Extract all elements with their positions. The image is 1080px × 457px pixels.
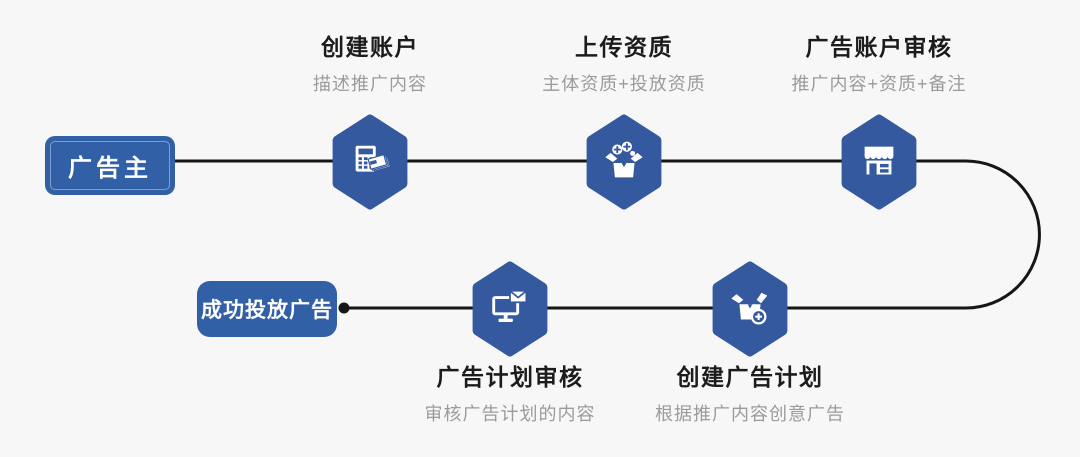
step-node-create-account — [327, 114, 413, 210]
start-node-label: 广告主 — [68, 155, 152, 182]
step-title: 创建账户 — [321, 34, 419, 60]
step-title: 广告账户审核 — [805, 34, 953, 60]
step-node-upload-qualifications — [581, 114, 667, 210]
end-node-label: 成功投放广告 — [201, 299, 333, 322]
monitor-mail-icon — [492, 289, 528, 322]
step-title: 上传资质 — [575, 34, 673, 60]
box-coins-icon — [605, 141, 643, 178]
step-label-create-ad-plan: 创建广告计划 根据推广内容创意广告 — [610, 362, 890, 426]
step-subtitle: 推广内容+资质+备注 — [791, 74, 967, 94]
box-plus-icon — [731, 292, 768, 325]
step-subtitle: 审核广告计划的内容 — [424, 404, 596, 424]
storefront-icon — [864, 146, 894, 175]
calculator-tax-icon — [355, 145, 391, 172]
hexagon-shape — [586, 114, 662, 210]
hexagon-shape — [472, 261, 548, 357]
step-node-create-ad-plan — [707, 261, 793, 357]
flow-end-dot — [338, 302, 350, 314]
step-label-ad-plan-review: 广告计划审核 审核广告计划的内容 — [370, 362, 650, 426]
step-subtitle: 描述推广内容 — [313, 74, 427, 94]
step-node-ad-account-review — [836, 114, 922, 210]
start-node-advertiser: 广告主 — [45, 136, 175, 195]
step-label-upload-qualifications: 上传资质 主体资质+投放资质 — [484, 32, 764, 96]
step-title: 广告计划审核 — [436, 364, 584, 390]
step-subtitle: 主体资质+投放资质 — [542, 74, 706, 94]
step-node-ad-plan-review — [467, 261, 553, 357]
end-node-ad-launched: 成功投放广告 — [197, 281, 337, 337]
step-label-create-account: 创建账户 描述推广内容 — [230, 32, 510, 96]
step-title: 创建广告计划 — [676, 364, 824, 390]
step-label-ad-account-review: 广告账户审核 推广内容+资质+备注 — [739, 32, 1019, 96]
step-subtitle: 根据推广内容创意广告 — [655, 404, 845, 424]
